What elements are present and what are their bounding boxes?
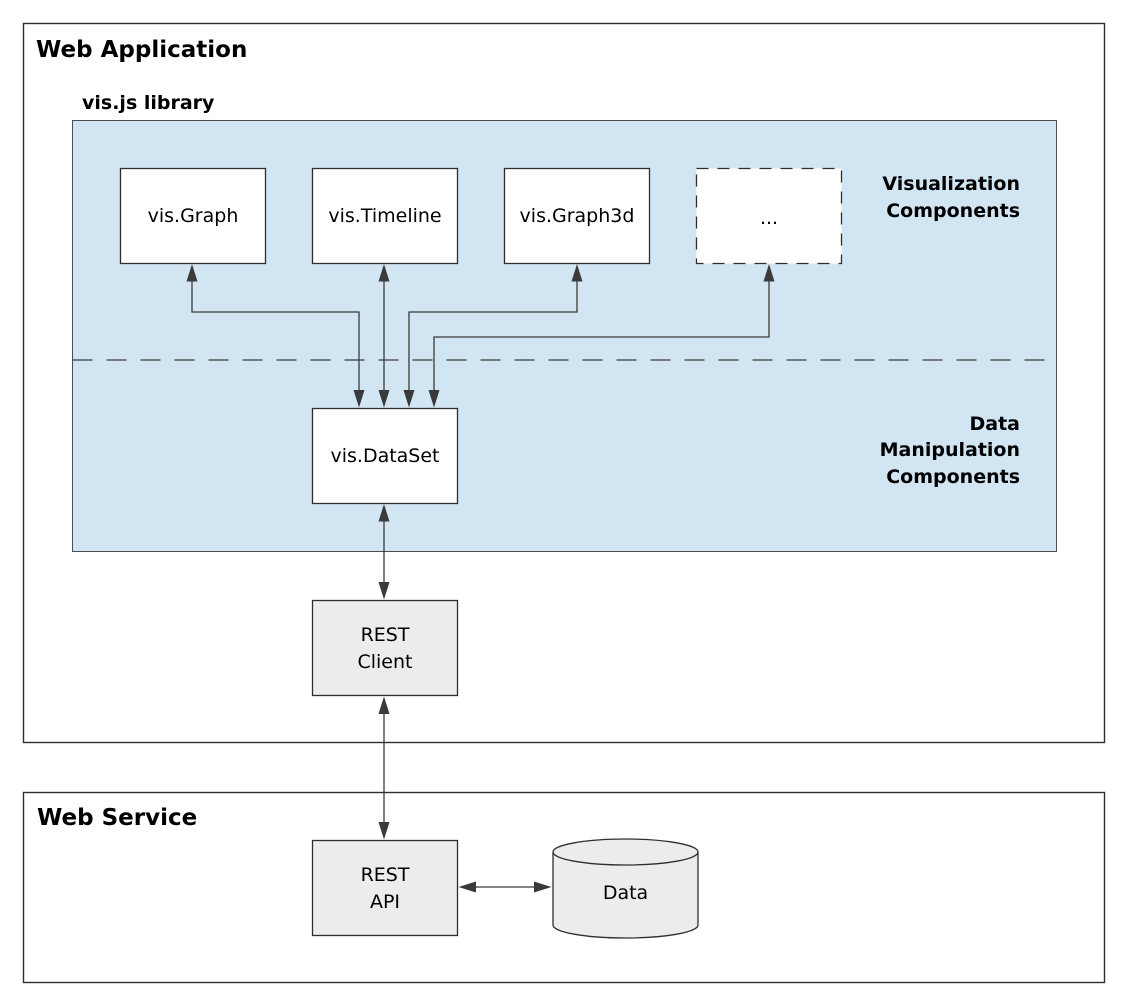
rest-client-label-line2: Client [357,651,412,673]
arrowhead-left [458,881,476,893]
web-service-title: Web Service [37,805,197,831]
arrow-graph3d-dataset [403,264,583,408]
data-store-label: Data [603,882,648,904]
vis-dataset-label: vis.DataSet [330,445,439,467]
more-components-box [695,167,843,265]
rest-api-label-line2: API [370,891,400,913]
vis-graph3d-box [503,167,651,265]
rest-client-box [311,599,459,697]
vis-graph-label: vis.Graph [148,205,239,227]
web-application-box [22,22,1106,744]
arrowhead-down [353,390,365,408]
visualization-region-label-line1: Visualization [882,173,1020,195]
arrowhead-up [571,264,583,282]
arrowhead-down [428,390,440,408]
connector-line [408,281,578,390]
arrowhead-down [378,390,390,408]
arrow-restclient-restapi [378,696,390,840]
rest-api-label-line1: REST [361,864,410,886]
arrow-more-dataset [428,264,775,408]
vis-timeline-box [311,167,459,265]
arrow-timeline-dataset [378,264,390,408]
arrowhead-up [378,504,390,522]
data-store-cylinder: Data [552,838,699,939]
vis-graph-box [119,167,267,265]
arrowhead-right [534,881,552,893]
data-region-label-line2: Manipulation [880,439,1020,461]
web-service-box [22,791,1106,984]
visjs-library-label: vis.js library [82,92,215,114]
connector-line [191,281,360,390]
arrowhead-down [403,390,415,408]
visualization-region-label-line2: Components [886,200,1020,222]
arrow-dataset-restclient [378,504,390,600]
data-region-label-line1: Data [970,413,1021,435]
web-application-title: Web Application [36,37,247,63]
arrow-graph-dataset [186,264,365,408]
arrow-restapi-data [458,881,552,893]
rest-client-label-line1: REST [361,624,410,646]
arrowhead-up [378,264,390,282]
cylinder-body [552,852,699,939]
rest-api-box [311,839,459,937]
vis-timeline-label: vis.Timeline [328,205,441,227]
arrowhead-down [378,582,390,600]
arrowhead-up [378,696,390,714]
vis-graph3d-label: vis.Graph3d [520,205,635,227]
vis-dataset-box [311,407,459,505]
connector-line [433,281,770,390]
data-region-label-line3: Components [886,466,1020,488]
arrowhead-up [186,264,198,282]
arrowhead-down [378,822,390,840]
cylinder-top [552,838,699,866]
arrowhead-up [763,264,775,282]
more-components-label: ... [760,207,778,229]
